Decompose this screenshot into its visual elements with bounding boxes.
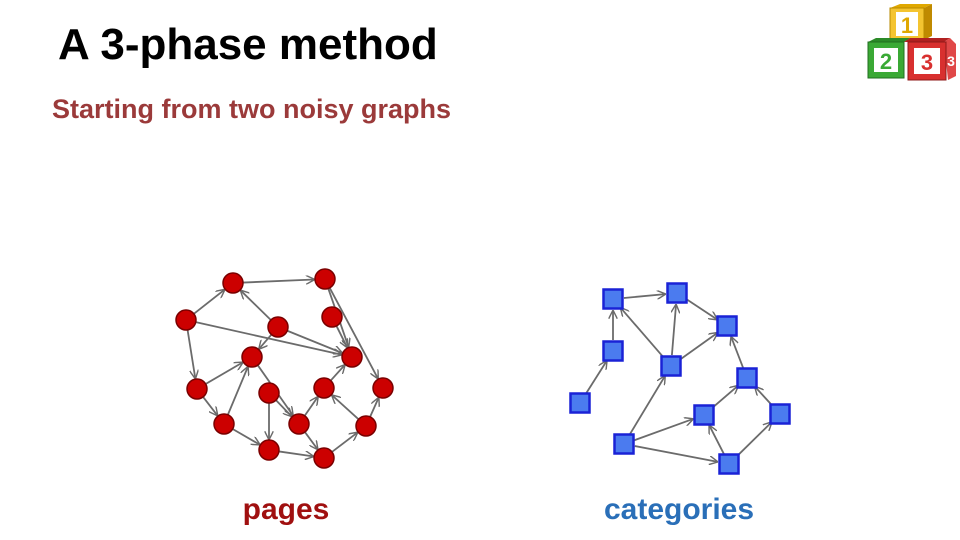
pages-edge [241, 291, 272, 321]
block-1-label: 1 [901, 13, 913, 38]
categories-graph-nodes [569, 282, 791, 475]
pages-edge [205, 363, 243, 385]
page-node [258, 439, 280, 461]
pages-edge [232, 428, 260, 444]
category-node [666, 282, 688, 304]
categories-graph-edges [585, 294, 774, 462]
categories-edge [736, 422, 772, 457]
categories-edge [628, 376, 665, 436]
pages-edge [202, 396, 217, 415]
pages-edge [335, 325, 347, 347]
page-node [341, 346, 363, 368]
page-node [314, 268, 336, 290]
page-node [321, 306, 343, 328]
page-node [313, 447, 335, 469]
category-node [716, 315, 738, 337]
category-node [660, 355, 682, 377]
pages-edge [227, 367, 248, 416]
category-node [602, 288, 624, 310]
pages-edge [259, 333, 273, 349]
pages-edge [304, 431, 318, 449]
slide-subtitle: Starting from two noisy graphs [52, 94, 452, 124]
category-node [693, 404, 715, 426]
pages-graph-nodes [175, 268, 394, 469]
slide-title: A 3-phase method [58, 20, 438, 69]
categories-edge [709, 426, 725, 455]
pages-edge [328, 287, 378, 378]
categories-edge [634, 419, 692, 442]
categories-edge [711, 386, 738, 409]
page-node [313, 377, 335, 399]
page-node [258, 382, 280, 404]
pages-edge [278, 450, 313, 456]
block-2-label: 2 [880, 49, 892, 74]
page-node [222, 272, 244, 294]
pages-edge [332, 395, 360, 420]
category-node [769, 403, 791, 425]
page-node [288, 413, 310, 435]
pages-edge [242, 279, 314, 282]
category-node [736, 367, 758, 389]
pages-edge [369, 398, 378, 418]
page-node [372, 377, 394, 399]
pages-edge [193, 290, 224, 315]
numbered-blocks-icon: 1 2 3 3 [867, 4, 956, 81]
page-node [267, 316, 289, 338]
pages-edge [330, 365, 345, 382]
pages-edge [331, 433, 357, 453]
pages-edge [186, 329, 196, 378]
categories-edge [634, 445, 717, 462]
category-node [718, 453, 740, 475]
categories-edge [585, 361, 607, 395]
category-node [569, 392, 591, 414]
categories-edge [755, 387, 774, 407]
block-3-side-label: 3 [947, 53, 955, 69]
pages-label: pages [242, 493, 330, 526]
page-node [186, 378, 208, 400]
page-node [175, 309, 197, 331]
categories-edge [621, 308, 665, 359]
page-node [241, 346, 263, 368]
pages-edge [286, 329, 342, 353]
categories-edge [672, 305, 676, 356]
page-node [355, 415, 377, 437]
categories-edge [623, 294, 665, 298]
categories-edge [731, 337, 744, 369]
categories-edge [679, 333, 717, 361]
categories-edge [685, 298, 717, 319]
category-node [602, 340, 624, 362]
block-3-label: 3 [921, 50, 933, 75]
pages-edge [303, 397, 318, 417]
category-node [613, 433, 635, 455]
page-node [213, 413, 235, 435]
categories-label: categories [603, 493, 755, 526]
